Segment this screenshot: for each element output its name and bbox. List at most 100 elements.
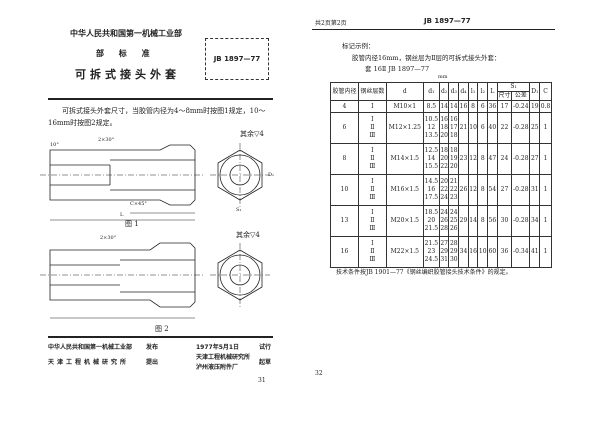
col-header: l₂	[477, 82, 489, 101]
header-rule	[312, 29, 555, 30]
divider	[48, 98, 273, 100]
dim-s1: S₁	[236, 207, 242, 213]
cell-d1: 10.5 12 13.5	[422, 112, 440, 144]
col-header: l₁	[467, 82, 479, 101]
cell-id: 4	[330, 100, 359, 113]
cell-l2: 6	[477, 100, 489, 113]
cell-d2: 27 29 31	[438, 236, 450, 268]
cell-C: 1	[539, 112, 552, 144]
cell-s: 17	[496, 100, 513, 113]
trial-label: 试行	[259, 344, 272, 351]
col-header: 钢丝层数	[357, 82, 387, 101]
cell-layers: Ⅰ Ⅱ Ⅲ	[357, 112, 387, 144]
cell-tol: -0.24	[511, 100, 531, 113]
cell-s: 36	[496, 236, 513, 268]
standard-code-box: JB 1897—77	[205, 38, 269, 80]
intro-text: 可拆式接头外套尺寸，当胶管内径为4～8mm时按图1规定，10～16mm时按图2规…	[48, 107, 266, 127]
col-subheader: 公差	[511, 91, 531, 101]
technical-note: 技术条件按JB 1901—77《钢丝编织胶管接头技术条件》的规定。	[336, 269, 512, 276]
cell-L: 56	[487, 205, 498, 237]
cell-D1: 41	[529, 236, 541, 268]
cell-d2: 16 18 20	[438, 112, 450, 144]
cell-L: 47	[487, 143, 498, 175]
cell-layers: Ⅰ Ⅱ Ⅲ	[357, 143, 387, 175]
dim-angle: 10°	[50, 142, 59, 148]
drafter-1: 天津工程机械研究所	[196, 354, 251, 361]
figure2-caption: 图 2	[155, 325, 169, 333]
col-header: d₄	[458, 82, 469, 101]
ministry: 中华人民共和国第一机械工业部	[70, 29, 182, 38]
cell-l1: 10	[467, 112, 479, 144]
cell-s: 30	[496, 205, 513, 237]
page-number-right: 32	[315, 370, 323, 377]
cell-l2: 8	[477, 174, 489, 206]
cell-id: 6	[330, 112, 359, 144]
cell-layers: Ⅰ Ⅱ Ⅲ	[357, 205, 387, 237]
col-header: d	[385, 82, 424, 101]
col-header: 胶管内径	[330, 82, 359, 101]
dim-chamfer-2: 2×30°	[100, 235, 117, 241]
cell-d4: 16	[458, 100, 469, 113]
cell-L: 54	[487, 174, 498, 206]
col-header: d₁	[422, 82, 440, 101]
publisher: 中华人民共和国第一机械工业部	[48, 344, 133, 351]
figure1-side-view	[40, 144, 205, 221]
cell-C: 1	[539, 236, 552, 268]
cell-L: 60	[487, 236, 498, 268]
cell-id: 13	[330, 205, 359, 237]
cell-layers: Ⅰ	[357, 100, 387, 113]
figure2-end-view	[210, 243, 270, 307]
dim-L: L	[120, 212, 124, 218]
figure2-side-view	[40, 242, 205, 319]
cell-D1: 19	[529, 100, 541, 113]
figure1-caption: 图 1	[125, 220, 139, 228]
figure1-end-view	[210, 143, 270, 207]
cell-d: M22×1.5	[385, 236, 424, 268]
cell-l2: 10	[477, 236, 489, 268]
cell-d1: 18.5 20 21.5	[422, 205, 440, 237]
finish-note-1: 其余▽4	[240, 130, 264, 138]
cell-d: M10×1	[385, 100, 424, 113]
cell-tol: -0.28	[511, 112, 531, 144]
cell-d3: 28 29 30	[448, 236, 460, 268]
cell-d2: 18 20 22	[438, 143, 450, 175]
cell-L: 40	[487, 112, 498, 144]
cell-tol: -0.28	[511, 174, 531, 206]
cell-d: M20×1.5	[385, 205, 424, 237]
cell-d4: 34	[458, 236, 469, 268]
cell-id: 8	[330, 143, 359, 175]
standard-type: 部 标 准	[96, 49, 156, 58]
doc-title: 可拆式接头外套	[75, 68, 180, 81]
cell-l2: 8	[477, 143, 489, 175]
cell-d2: 14	[438, 100, 450, 113]
col-header: D₁	[529, 82, 541, 101]
cell-s: 22	[496, 112, 513, 144]
cell-d1: 12.5 14 15.5	[422, 143, 440, 175]
dim-c45: C×45°	[130, 201, 147, 207]
cell-d4: 26	[458, 174, 469, 206]
col-header: C	[539, 82, 552, 101]
cell-d2: 24 26 28	[438, 205, 450, 237]
cell-d1: 14.5 16 17.5	[422, 174, 440, 206]
cell-l2: 8	[477, 205, 489, 237]
unit-label: mm	[438, 74, 448, 80]
cell-d2: 20 22 24	[438, 174, 450, 206]
col-header: d₃	[448, 82, 460, 101]
cell-d3: 24 25 26	[448, 205, 460, 237]
dim-D1: D₁	[268, 172, 275, 178]
cell-C: 1	[539, 143, 552, 175]
cell-d3: 16 17 18	[448, 112, 460, 144]
cell-l1: 12	[467, 143, 479, 175]
cell-d3: 21 22 23	[448, 174, 460, 206]
cell-d3: 18 19 20	[448, 143, 460, 175]
finish-note-2: 其余▽4	[236, 231, 260, 239]
cell-d: M16×1.5	[385, 174, 424, 206]
example-text: 胶管内径16mm，钢丝层为Ⅱ层的可拆式接头外套：	[352, 54, 501, 62]
cell-layers: Ⅰ Ⅱ Ⅲ	[357, 174, 387, 206]
cell-id: 10	[330, 174, 359, 206]
publish-label: 发布	[146, 344, 159, 351]
